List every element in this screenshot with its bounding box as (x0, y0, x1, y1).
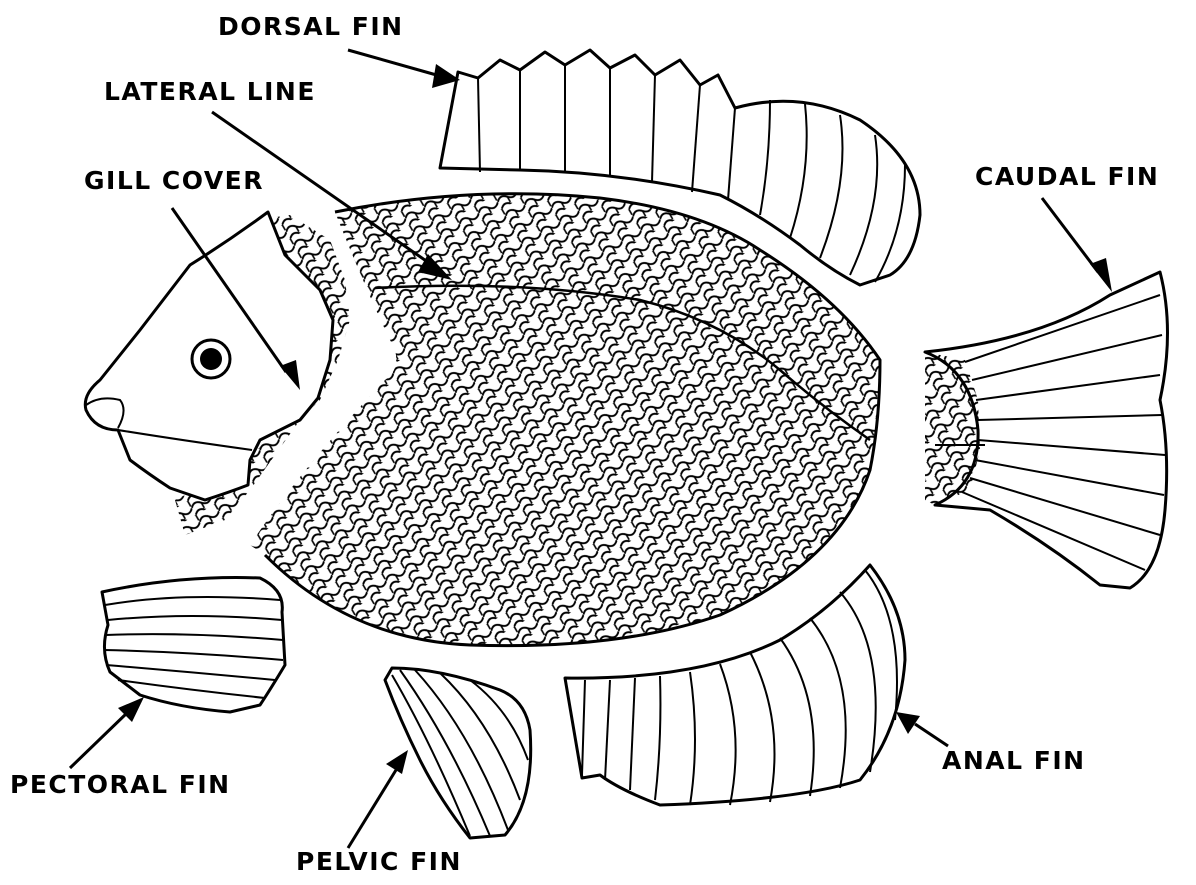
label-gill-cover: GILL COVER (84, 166, 264, 195)
label-lateral-line: LATERAL LINE (104, 77, 316, 106)
label-dorsal-fin: DORSAL FIN (218, 12, 404, 41)
label-pelvic-fin: PELVIC FIN (296, 847, 462, 876)
fish-body (240, 180, 890, 660)
pectoral-fin (102, 578, 285, 712)
label-anal-fin: ANAL FIN (942, 746, 1086, 775)
label-pectoral-fin: PECTORAL FIN (10, 770, 231, 799)
label-caudal-fin: CAUDAL FIN (975, 162, 1159, 191)
caudal-fin (920, 272, 1168, 588)
